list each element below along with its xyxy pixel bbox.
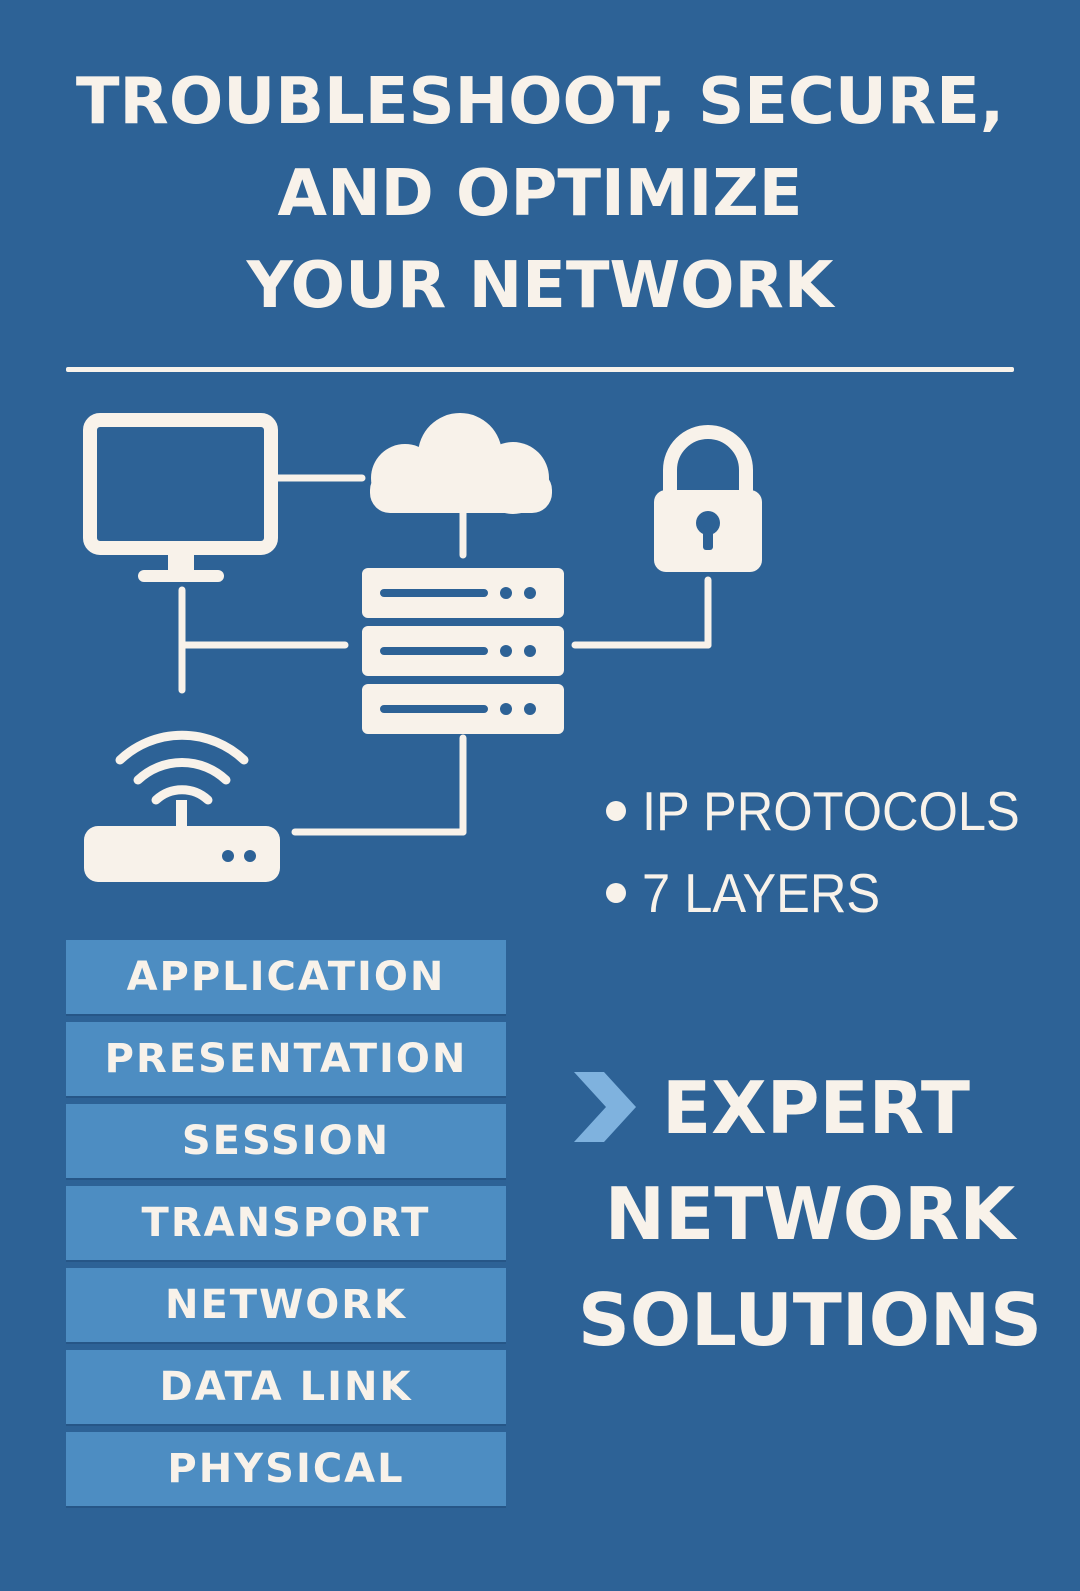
chevron-right-icon: [574, 1072, 636, 1142]
tagline: NETWORK SOLUTIONS: [560, 1055, 1060, 1373]
osi-layer: PHYSICAL: [66, 1432, 506, 1506]
osi-layer: NETWORK: [66, 1268, 506, 1342]
bullet-dot-icon: [606, 883, 626, 903]
padlock-icon: [654, 425, 762, 572]
osi-layer-label: APPLICATION: [126, 954, 446, 1000]
tagline-line-3: SOLUTIONS: [577, 1278, 1043, 1362]
headline-divider: [66, 367, 1014, 372]
bullet-item: IP PROTOCOLS: [606, 770, 1066, 852]
osi-layer-label: SESSION: [181, 1118, 391, 1164]
osi-layer-stack: APPLICATION PRESENTATION SESSION TRANSPO…: [66, 940, 506, 1514]
osi-layer-label: PRESENTATION: [104, 1036, 468, 1082]
headline-line-1: TROUBLESHOOT, SECURE,: [75, 65, 1005, 139]
feature-bullets: IP PROTOCOLS 7 LAYERS: [606, 770, 1066, 934]
headline-line-2: AND OPTIMIZE: [277, 157, 803, 231]
wifi-router-icon: [84, 730, 280, 882]
cloud-icon: [370, 413, 552, 514]
tagline-line-1: EXPERT: [662, 1066, 970, 1150]
headline-line-3: YOUR NETWORK: [246, 249, 834, 323]
tagline-spacer: [560, 1055, 1060, 1161]
osi-layer-label: PHYSICAL: [167, 1446, 405, 1492]
osi-layer-label: NETWORK: [164, 1282, 407, 1328]
osi-layer: PRESENTATION: [66, 1022, 506, 1096]
connector-lines: [178, 474, 712, 836]
headline: TROUBLESHOOT, SECURE, AND OPTIMIZE YOUR …: [0, 56, 1080, 332]
tagline-line-2: NETWORK: [604, 1172, 1016, 1256]
bullet-dot-icon: [606, 801, 626, 821]
monitor-icon: [83, 413, 278, 582]
osi-layer: TRANSPORT: [66, 1186, 506, 1260]
osi-layer: APPLICATION: [66, 940, 506, 1014]
server-icon: [362, 568, 564, 734]
osi-layer-label: DATA LINK: [159, 1364, 413, 1410]
osi-layer: DATA LINK: [66, 1350, 506, 1424]
osi-layer: SESSION: [66, 1104, 506, 1178]
bullet-text: IP PROTOCOLS: [642, 780, 1020, 842]
bullet-item: 7 LAYERS: [606, 852, 1066, 934]
osi-layer-label: TRANSPORT: [141, 1200, 431, 1246]
bullet-text: 7 LAYERS: [642, 862, 881, 924]
